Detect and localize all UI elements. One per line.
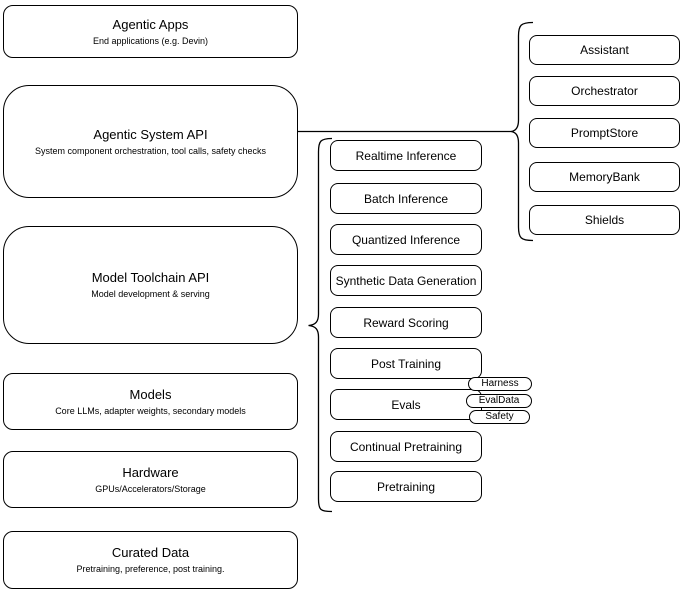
service-quantized-inference: Quantized Inference: [330, 224, 482, 255]
node-agentic-system-api: Agentic System API System component orch…: [3, 85, 298, 198]
node-title: Model Toolchain API: [91, 270, 210, 285]
node-hardware: Hardware GPUs/Accelerators/Storage: [3, 451, 298, 508]
node-model-toolchain-api: Model Toolchain API Model development & …: [3, 226, 298, 344]
service-reward-scoring: Reward Scoring: [330, 307, 482, 338]
tag-evaldata: EvalData: [466, 394, 532, 408]
component-memorybank: MemoryBank: [529, 162, 680, 192]
service-batch-inference: Batch Inference: [330, 183, 482, 214]
node-title: Models: [129, 386, 172, 402]
node-subtitle: Core LLMs, adapter weights, secondary mo…: [55, 405, 246, 416]
node-title: Agentic Apps: [112, 16, 189, 32]
node-subtitle: GPUs/Accelerators/Storage: [95, 483, 206, 494]
tag-harness: Harness: [468, 377, 532, 391]
node-title: Curated Data: [111, 545, 190, 560]
node-subtitle: Model development & serving: [91, 289, 210, 299]
node-subtitle: End applications (e.g. Devin): [92, 35, 209, 46]
service-evals: Evals: [330, 389, 482, 420]
node-title: Hardware: [122, 464, 179, 480]
node-subtitle: System component orchestration, tool cal…: [34, 145, 267, 156]
service-post-training: Post Training: [330, 348, 482, 379]
service-pretraining: Pretraining: [330, 471, 482, 502]
service-continual-pretraining: Continual Pretraining: [330, 431, 482, 462]
component-shields: Shields: [529, 205, 680, 235]
component-promptstore: PromptStore: [529, 118, 680, 148]
service-realtime-inference: Realtime Inference: [330, 140, 482, 171]
node-models: Models Core LLMs, adapter weights, secon…: [3, 373, 298, 430]
service-synthetic-data-generation: Synthetic Data Generation: [330, 265, 482, 296]
component-orchestrator: Orchestrator: [529, 76, 680, 106]
toolchain-bracket: [308, 137, 333, 513]
node-agentic-apps: Agentic Apps End applications (e.g. Devi…: [3, 5, 298, 58]
node-subtitle: Pretraining, preference, post training.: [76, 564, 225, 574]
node-title: Agentic System API: [93, 126, 208, 142]
component-assistant: Assistant: [529, 35, 680, 65]
tag-safety: Safety: [469, 410, 530, 424]
components-bracket: [510, 21, 534, 242]
node-curated-data: Curated Data Pretraining, preference, po…: [3, 531, 298, 589]
